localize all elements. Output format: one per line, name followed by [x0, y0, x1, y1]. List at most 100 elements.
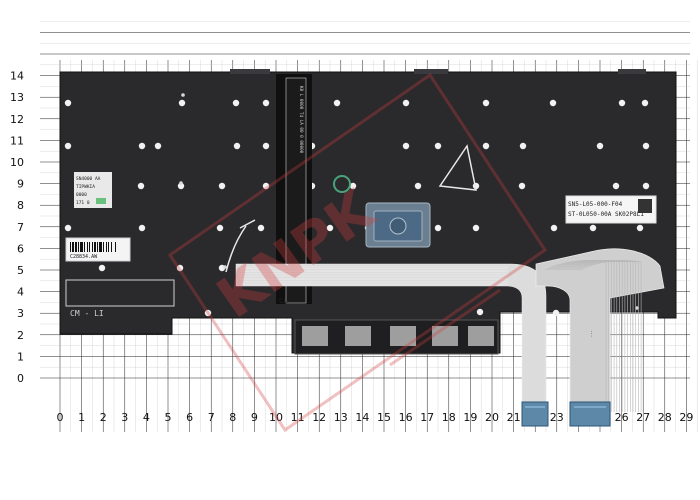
- screw-hole: [216, 224, 224, 232]
- x-axis-label: 19: [463, 411, 477, 424]
- screw-hole: [262, 142, 270, 150]
- y-axis-label: 0: [17, 372, 24, 385]
- connector-segment: [390, 326, 416, 346]
- screw-hole: [137, 182, 145, 190]
- screw-hole: [64, 99, 72, 107]
- x-axis-label: 14: [355, 411, 369, 424]
- screw-hole: [349, 182, 357, 190]
- screw-hole: [550, 224, 558, 232]
- barcode-bar: [70, 242, 71, 252]
- x-axis-label: 9: [251, 411, 258, 424]
- y-axis-label: 3: [17, 307, 24, 320]
- barcode-bar: [84, 242, 85, 252]
- x-axis-label: 6: [186, 411, 193, 424]
- small-hole: [223, 265, 227, 269]
- y-axis-label: 12: [10, 113, 24, 126]
- screw-hole: [482, 142, 490, 150]
- x-axis-label: 7: [208, 411, 215, 424]
- screw-hole: [482, 99, 490, 107]
- flex-connector-tails: [521, 401, 611, 427]
- x-axis-label: 21: [507, 411, 521, 424]
- barcode-bar: [99, 242, 102, 252]
- screw-hole: [98, 264, 106, 272]
- screw-hole: [518, 182, 526, 190]
- x-axis-label: 26: [615, 411, 629, 424]
- screw-hole: [138, 224, 146, 232]
- y-axis-label: 9: [17, 178, 24, 191]
- screw-hole: [589, 224, 597, 232]
- y-axis-label: 2: [17, 329, 24, 342]
- right-product-sticker: SN5-L05-000-F04 ST-0L050-00A SK02P8L1: [565, 195, 657, 224]
- x-axis-label: 27: [636, 411, 650, 424]
- screw-hole: [262, 99, 270, 107]
- x-axis-label: 3: [121, 411, 128, 424]
- x-axis-label: 23: [550, 411, 564, 424]
- y-axis-label: 1: [17, 350, 24, 363]
- barcode-bar: [87, 242, 88, 252]
- screw-hole: [402, 99, 410, 107]
- x-axis-label: 0: [57, 411, 64, 424]
- triangle-bracket: [225, 144, 477, 273]
- right-sticker-line-1: SN5-L05-000-F04: [568, 201, 623, 208]
- screw-hole: [434, 142, 442, 150]
- screw-hole: [333, 99, 341, 107]
- x-axis-label: 18: [442, 411, 456, 424]
- screw-hole: [204, 309, 212, 317]
- y-axis-label: 11: [10, 134, 24, 147]
- screw-hole: [434, 224, 442, 232]
- barcode-bars: [70, 242, 116, 252]
- barcode-sticker: C28834.AW: [65, 237, 131, 262]
- flex-trace: [579, 260, 642, 412]
- barcode-bar: [115, 242, 116, 252]
- small-hole: [179, 181, 183, 185]
- x-axis-label: 8: [229, 411, 236, 424]
- right-sticker-line-2: ST-0L050-00A SK02P8L1: [568, 211, 644, 218]
- touchpad-connector-block: [294, 319, 499, 355]
- connector-segment: [468, 326, 494, 346]
- screw-hole: [138, 142, 146, 150]
- flex-center-text: CL: [279, 297, 287, 305]
- screw-hole: [642, 182, 650, 190]
- connector-segment: [432, 326, 458, 346]
- y-axis-label: 13: [10, 91, 24, 104]
- x-axis-label: 20: [485, 411, 499, 424]
- left-sticker-line-1: SN4000 AA: [76, 176, 101, 182]
- left-marking-text: CM - LI: [70, 309, 104, 318]
- barcode-bar: [103, 242, 104, 252]
- screw-hole: [549, 99, 557, 107]
- screw-hole: [618, 99, 626, 107]
- x-axis-label: 16: [399, 411, 413, 424]
- screw-hole: [154, 142, 162, 150]
- y-axis-label: 5: [17, 264, 24, 277]
- connector-segment: [302, 326, 328, 346]
- barcode-bar: [72, 242, 74, 252]
- connector-segment: [345, 326, 371, 346]
- y-axis-label: 8: [17, 199, 24, 212]
- left-small-sticker: SN4000 AA TIPWKIA 0000 171 0: [74, 172, 112, 208]
- screw-hole: [257, 224, 265, 232]
- screw-hole: [414, 182, 422, 190]
- barcode-bar: [94, 242, 96, 252]
- screw-hole: [612, 182, 620, 190]
- left-outline-box: CM - LI: [65, 279, 175, 318]
- left-sticker-line-4: 171 0: [76, 200, 90, 206]
- screw-hole: [642, 142, 650, 150]
- small-hole: [635, 306, 639, 310]
- screw-hole: [233, 142, 241, 150]
- screw-hole: [636, 224, 644, 232]
- left-sticker-line-3: 0000: [76, 192, 87, 198]
- x-axis-label: 5: [165, 411, 172, 424]
- x-axis-label: 28: [658, 411, 672, 424]
- screw-hole: [218, 182, 226, 190]
- flex-vertical-text: K0 L 0000 T4 LA 00 0 00000: [298, 86, 304, 154]
- x-axis-label: 15: [377, 411, 391, 424]
- main-flex-cable: ---: [535, 248, 665, 421]
- x-axis-label: 10: [269, 411, 283, 424]
- screw-hole: [472, 224, 480, 232]
- y-axis-label: 6: [17, 242, 24, 255]
- y-axis-label: 10: [10, 156, 24, 169]
- x-axis-label: 29: [679, 411, 693, 424]
- barcode-bar: [80, 242, 83, 252]
- small-hole: [181, 93, 185, 97]
